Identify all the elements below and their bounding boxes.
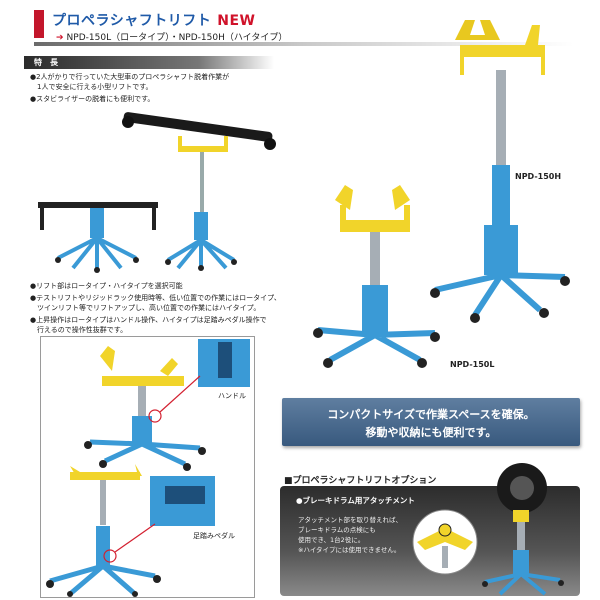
- title-text: プロペラシャフトリフト: [52, 13, 212, 29]
- handle-callout: ハンドル: [218, 392, 246, 400]
- title-accent-bar: [34, 10, 44, 38]
- features-line: ●スタビライザーの脱着にも便利です。: [30, 95, 155, 103]
- page-title: プロペラシャフトリフト NEW: [52, 10, 255, 30]
- note-line: ツインリフト等でリフトアップし、高い位置での作業にはハイタイプ。: [30, 304, 261, 312]
- option-subtitle: ●ブレーキドラム用アタッチメント: [296, 496, 415, 505]
- option-line: ブレーキドラムの点検にも: [298, 526, 376, 534]
- lift-pair-illustration: [38, 112, 276, 273]
- option-title: ■プロペラシャフトリフトオプション: [284, 476, 437, 486]
- arrow-icon: ➔: [56, 33, 64, 43]
- note-line: ●上昇操作はロータイプはハンドル操作、ハイタイプは足踏みペダル操作で: [30, 316, 267, 324]
- large-lifts-illustration: [313, 20, 570, 368]
- lift-high-small-image: [165, 136, 237, 271]
- notes-text: ●リフト部はロータイプ・ハイタイプを選択可能 ●テストリフトやリジッドラック使用…: [30, 281, 300, 335]
- note-line: ●テストリフトやリジッドラック使用時等、低い位置での作業にはロータイプ、: [30, 294, 281, 302]
- lift-low-image: [313, 185, 440, 368]
- note-line: 行えるので操作性抜群です。: [30, 326, 128, 334]
- lift-low-small-image: [38, 202, 158, 273]
- features-heading: 特 長: [24, 56, 274, 69]
- lift-high-detail-image: [46, 464, 161, 597]
- banner-line-1: コンパクトサイズで作業スペースを確保。: [327, 408, 535, 421]
- features-line: 1人で安全に行える小型リフトです。: [30, 83, 153, 91]
- option-line: アタッチメント部を取り替えれば、: [298, 516, 402, 524]
- brake-drum-image: [482, 463, 564, 596]
- model-label-low: NPD-150L: [450, 360, 495, 369]
- subtitle-text: NPD-150L（ロータイプ）・NPD-150H（ハイタイプ）: [66, 33, 288, 43]
- header-divider: [34, 42, 574, 46]
- features-heading-text: 特 長: [34, 58, 58, 67]
- attachment-inset-image: [412, 509, 478, 575]
- compact-banner: コンパクトサイズで作業スペースを確保。 移動や収納にも便利です。: [282, 398, 580, 446]
- lift-low-detail-image: [84, 346, 206, 471]
- option-line: 使用でき、1台2役に。: [298, 536, 365, 544]
- features-line: ●2人がかりで行っていた大型車のプロペラシャフト脱着作業が: [30, 73, 230, 81]
- note-line: ●リフト部はロータイプ・ハイタイプを選択可能: [30, 282, 183, 290]
- new-badge: NEW: [217, 13, 256, 29]
- model-label-high: NPD-150H: [515, 172, 562, 181]
- banner-line-2: 移動や収納にも便利です。: [365, 426, 497, 439]
- features-text: ●2人がかりで行っていた大型車のプロペラシャフト脱着作業が 1人で安全に行える小…: [30, 72, 280, 104]
- propeller-shaft-image: [122, 112, 276, 150]
- option-line: ※ハイタイプには使用できません。: [298, 546, 401, 554]
- option-description: アタッチメント部を取り替えれば、 ブレーキドラムの点検にも 使用でき、1台2役に…: [298, 515, 402, 555]
- detail-panel-illustration: [46, 339, 250, 597]
- model-subtitle: ➔NPD-150L（ロータイプ）・NPD-150H（ハイタイプ）: [56, 30, 287, 43]
- lift-high-image: [430, 20, 570, 323]
- pedal-callout: 足踏みペダル: [193, 532, 235, 540]
- brake-drum-attachment-illustration: [412, 463, 564, 596]
